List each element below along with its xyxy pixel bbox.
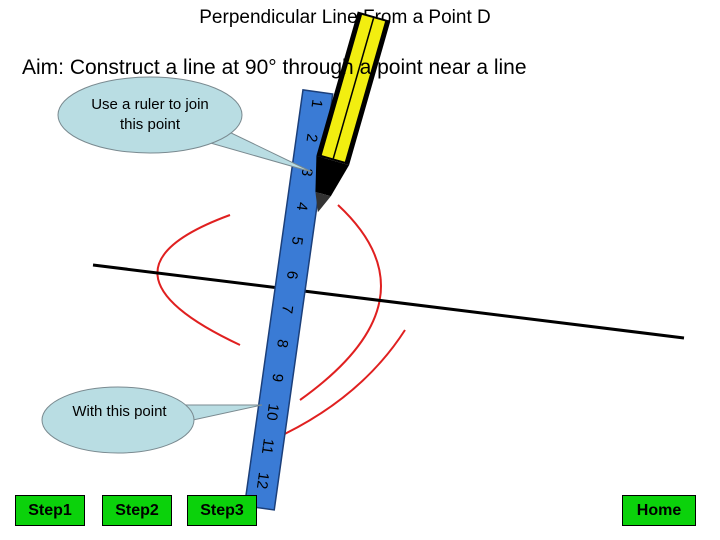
pencil [315, 11, 391, 213]
given-line [92, 263, 685, 340]
callout-top-bubble [57, 76, 243, 154]
callout-bottom-text: With this point [72, 403, 167, 420]
ruler-mark: 12 [253, 471, 272, 490]
ruler-mark: 7 [278, 304, 296, 315]
callout-bottom-bubble [41, 386, 195, 454]
step1-button[interactable]: Step1 [15, 495, 85, 526]
step2-button[interactable]: Step2 [102, 495, 172, 526]
ruler-mark: 3 [298, 167, 316, 178]
page-title: Perpendicular Line From a Point D [199, 7, 491, 28]
ruler [243, 89, 334, 511]
ruler-mark: 8 [273, 338, 291, 349]
ruler-mark: 1 [307, 98, 325, 109]
ruler-mark: 5 [288, 235, 306, 246]
ruler-mark: 11 [258, 437, 277, 455]
compass-arc-left [156, 214, 241, 346]
compass-arc-bottom [271, 329, 406, 441]
ruler-mark: 9 [268, 372, 286, 383]
home-button[interactable]: Home [622, 495, 696, 526]
callout-top-text: Use a ruler to join this point [91, 96, 209, 133]
step3-button[interactable]: Step3 [187, 495, 257, 526]
ruler-mark: 2 [303, 133, 321, 144]
aim-text: Aim: Construct a line at 90° through a p… [22, 56, 527, 79]
ruler-mark: 10 [263, 403, 282, 422]
ruler-mark: 4 [293, 201, 311, 212]
ruler-mark: 6 [283, 270, 301, 281]
